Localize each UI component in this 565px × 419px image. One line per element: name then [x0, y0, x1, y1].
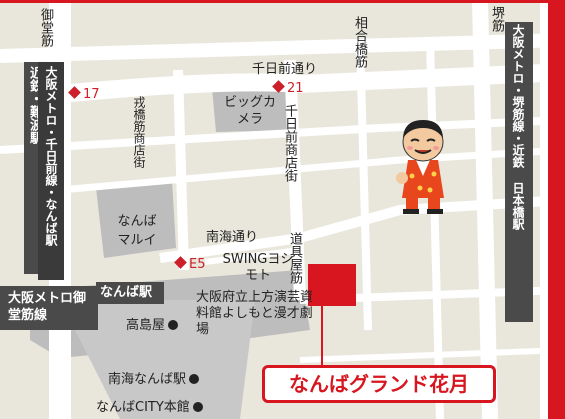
namba-station-label: なんば駅 [100, 285, 153, 300]
swing-road [204, 247, 301, 265]
sennichimae-shotengai-road [284, 59, 306, 301]
sakai-suji-label: 堺筋 [489, 6, 504, 32]
right-red-frame [548, 0, 565, 419]
sennichimae-line-label: 大阪メトロ・千日前線・なんば駅 [44, 66, 58, 246]
midosuji-line-bar [0, 286, 98, 330]
right-frame-gap [540, 0, 548, 419]
midosuji-line-label: 大阪メトロ御堂筋線 [8, 291, 87, 323]
south-road-2 [299, 347, 565, 363]
aioibashi-suji-label: 相合橋筋 [352, 16, 367, 68]
sakaisuji-line-label: 大阪メトロ・堺筋線・近鉄 日本橋駅 [511, 24, 525, 230]
kamigata-museum-label: 大阪府立上方演芸資料館よしもと漫才劇場 [196, 290, 314, 337]
sakaisuji-line-bar [505, 22, 533, 322]
sennichimae-line-bar [38, 62, 64, 280]
namba-city-label: なんばCITY本館 [96, 400, 203, 415]
exit-17-marker: 17 [68, 86, 100, 102]
nankai-namba-label: 南海なんば駅 [108, 372, 200, 387]
destination-label: なんばグランド花月 [289, 372, 469, 396]
namba-marui-label: なんばマルイ [117, 214, 157, 248]
destination-callout: なんばグランド花月 [262, 365, 496, 403]
sakai-suji-road [472, 0, 498, 419]
sennichimae-dori-label: 千日前通り [252, 62, 318, 77]
cartoon-mascot-icon [396, 120, 444, 214]
bic-camera-building [212, 86, 292, 132]
takashimaya-building [60, 300, 255, 419]
namba-station-bar [96, 282, 164, 304]
exit-e5-marker: E5 [174, 256, 206, 272]
ebisubashi-road [173, 69, 189, 271]
doguyasuji-label: 道具屋筋 [287, 232, 302, 284]
top-red-frame [0, 0, 565, 3]
east-road [426, 39, 444, 419]
sennichimae-shotengai-label: 千日前商店街 [282, 104, 297, 182]
bic-camera-label: ビッグカメラ [224, 95, 277, 127]
black-dot-icon [189, 374, 200, 384]
marui-building [96, 180, 176, 258]
black-dot-icon [168, 320, 179, 330]
red-diamond-icon [68, 86, 81, 99]
destination-marker [308, 264, 356, 306]
midosuji-label: 御堂筋 [38, 8, 53, 47]
red-diamond-icon [272, 80, 285, 93]
ebisubashi-shotengai-label: 戎橋筋商店街 [132, 96, 146, 168]
nankai-dori-label: 南海通り [206, 230, 259, 245]
red-diamond-icon [174, 256, 187, 269]
mid-road [0, 116, 565, 154]
takashimaya-label: 高島屋 [126, 318, 179, 333]
exit-21-marker: 21 [272, 80, 304, 96]
north-road [0, 33, 565, 63]
black-dot-icon [192, 402, 203, 412]
aioibashi-road [356, 39, 372, 331]
swing-yoshimoto-label: SWINGヨシモト [222, 252, 294, 283]
